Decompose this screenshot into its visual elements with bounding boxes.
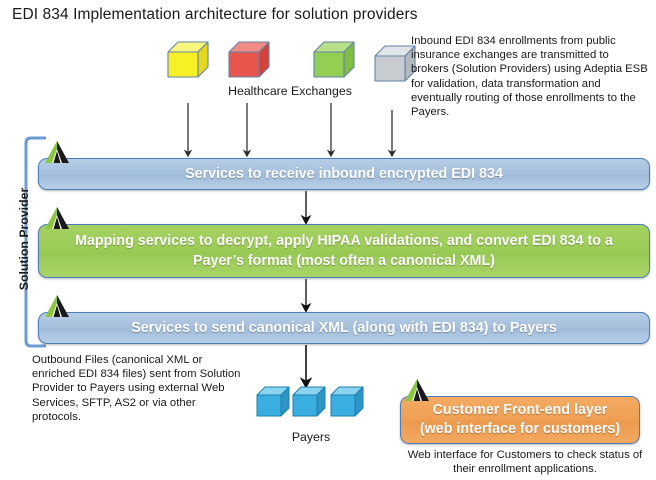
process-bar-mapping-services[interactable]: Mapping services to decrypt, apply HIPAA… [38, 224, 650, 278]
payer-cube-1 [256, 386, 290, 418]
exchange-cube-green [313, 40, 355, 80]
adeptia-triangle-logo-bar1 [44, 140, 70, 164]
bar-label: Services to send canonical XML (along wi… [131, 320, 557, 336]
customer-frontend-layer-box[interactable]: Customer Front-end layer (web interface … [400, 396, 640, 444]
bar-label: Customer Front-end layer (web interface … [419, 402, 621, 437]
page-title: EDI 834 Implementation architecture for … [12, 6, 418, 23]
adeptia-triangle-logo-frontend [404, 378, 430, 402]
exchange-cube-red [228, 40, 270, 80]
bar-label: Services to receive inbound encrypted ED… [185, 166, 503, 182]
exchange-cube-gray [374, 44, 416, 84]
payers-label: Payers [291, 430, 331, 444]
adeptia-triangle-logo-bar3 [44, 294, 70, 318]
adeptia-triangle-logo-bar2 [44, 206, 70, 230]
process-bar-send-canonical-xml[interactable]: Services to send canonical XML (along wi… [38, 312, 650, 344]
inbound-note: Inbound EDI 834 enrollments from public … [411, 35, 648, 119]
outbound-note: Outbound Files (canonical XML or enriche… [32, 354, 241, 423]
process-bar-receive-inbound[interactable]: Services to receive inbound encrypted ED… [38, 158, 650, 190]
solution-provider-label: Solution Provider [17, 187, 31, 291]
frontend-note: Web interface for Customers to check sta… [407, 449, 643, 475]
bar-label: Mapping services to decrypt, apply HIPAA… [75, 233, 613, 269]
healthcare-exchanges-label: Healthcare Exchanges [228, 84, 352, 98]
payer-cube-3 [330, 386, 364, 418]
exchange-cube-yellow [167, 40, 209, 80]
payer-cube-2 [292, 386, 326, 418]
solution-provider-bracket [24, 136, 46, 348]
